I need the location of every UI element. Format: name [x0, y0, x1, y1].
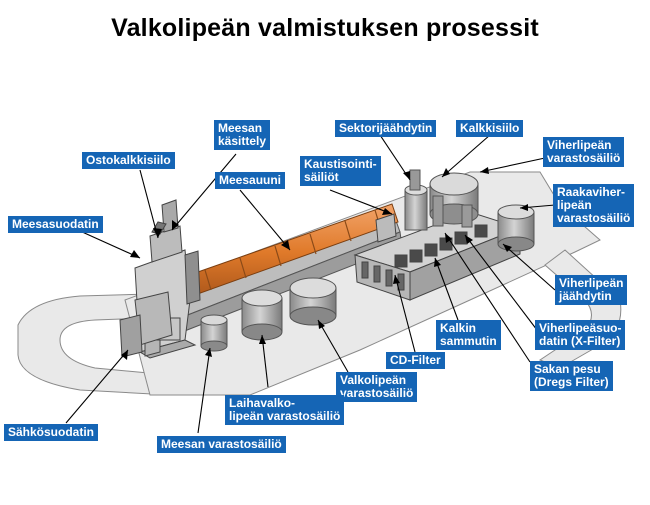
label-kalkin-sammutin: Kalkin sammutin — [436, 320, 501, 350]
tank-raw-green-liquor — [497, 204, 535, 252]
label-viherlipean-jaahdytin: Viherlipeän jäähdytin — [555, 275, 628, 305]
page-title: Valkolipeän valmistuksen prosessit — [111, 14, 539, 42]
label-meesauuni: Meesauuni — [215, 172, 286, 189]
tank-causticizers — [404, 169, 428, 231]
label-cd-filter: CD-Filter — [386, 352, 445, 369]
tank-white-liquor — [289, 277, 337, 326]
label-meesan-kasittely: Meesan käsittely — [214, 120, 271, 150]
label-valkolipean-varastosailio: Valkolipeän varastosäiliö — [336, 372, 418, 402]
label-viherlipean-varastosailio: Viherlipeän varastosäiliö — [543, 137, 625, 167]
label-sektorijaahdytin: Sektorijäähdytin — [335, 120, 437, 137]
label-laihavalkolipean: Laihavalko- lipeän varastosäiliö — [225, 395, 345, 425]
label-kalkkisiilo: Kalkkisiilo — [456, 120, 524, 137]
label-meesasuodatin: Meesasuodatin — [8, 216, 103, 233]
label-meesan-varastosailio: Meesan varastosäiliö — [157, 436, 286, 453]
label-sahkosuodatin: Sähkösuodatin — [4, 424, 99, 441]
arrowheads — [121, 167, 528, 360]
label-kaustisointi: Kaustisointi- säiliöt — [300, 156, 381, 186]
label-viherlipeasuodatin: Viherlipeäsuo- datin (X-Filter) — [535, 320, 626, 350]
precipitator — [119, 291, 173, 358]
label-sakan-pesu: Sakan pesu (Dregs Filter) — [530, 361, 613, 391]
tank-lime-mud-storage — [200, 314, 228, 352]
tank-weak-white-liquor — [241, 289, 283, 341]
label-ostokalkkisiilo: Ostokalkkisiilo — [82, 152, 175, 169]
lime-silo — [432, 195, 473, 228]
label-raakaviherlipean: Raakaviher- lipeän varastosäiliö — [553, 184, 635, 227]
leader-lines — [65, 134, 556, 434]
